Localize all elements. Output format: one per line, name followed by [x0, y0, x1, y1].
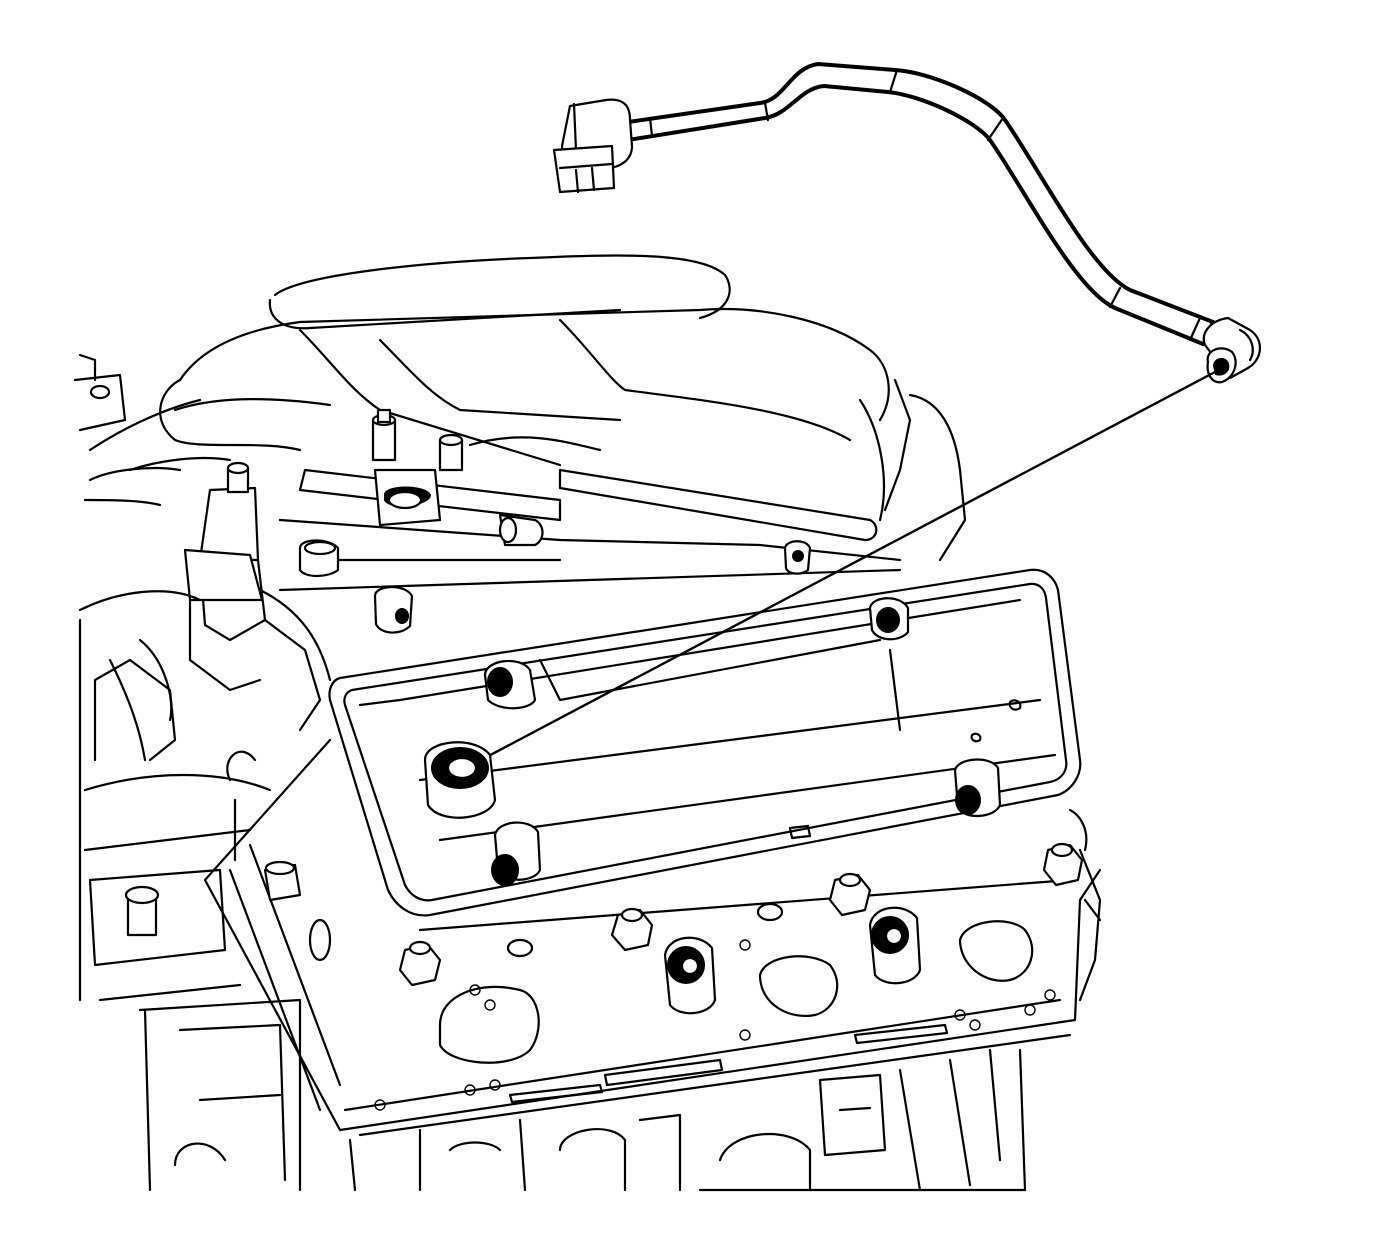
hose-elbow-connector — [552, 98, 634, 194]
fuel-rail-area — [183, 408, 902, 692]
engine-assembly — [73, 254, 1102, 1192]
pcv-hose — [626, 62, 1215, 346]
engine-block-right — [1068, 808, 1102, 1002]
engine-block-lower — [348, 1048, 1027, 1192]
hose-end-connector — [1202, 316, 1261, 384]
head-holes — [374, 939, 1056, 1111]
head-bolts — [263, 842, 1084, 987]
valve-rocker-arm-cover — [328, 568, 1082, 917]
cylinder-head — [203, 738, 1102, 1137]
engine-block-left — [78, 588, 332, 1192]
intake-manifold — [73, 254, 967, 562]
